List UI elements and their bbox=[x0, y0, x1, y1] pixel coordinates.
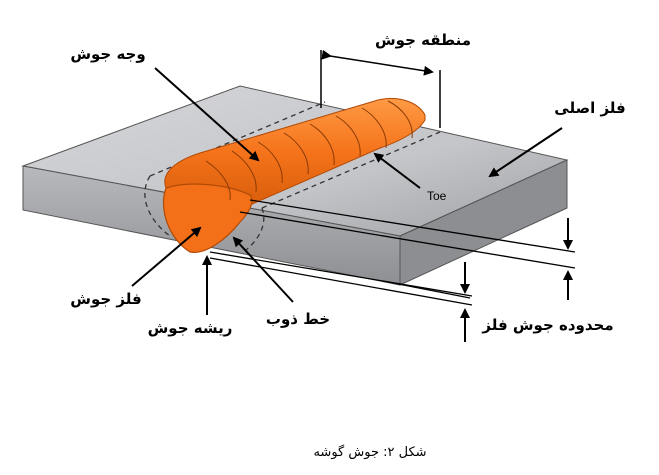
weld-bead-end bbox=[162, 183, 253, 253]
weld-metal-boundary-label: محدوده جوش فلز bbox=[481, 316, 613, 334]
leader-arrows bbox=[131, 67, 563, 315]
weld-metal-boundary-lines bbox=[209, 199, 576, 306]
weld-zone-label: منطقه جوش bbox=[375, 31, 471, 49]
toe-arrow bbox=[373, 152, 421, 189]
weld-bead bbox=[162, 97, 426, 253]
weld-face-arrow bbox=[154, 67, 260, 162]
toe-label: Toe bbox=[427, 189, 447, 203]
fusion-line-label: خط ذوب bbox=[266, 310, 330, 328]
figure-caption: شکل ۲: جوش گوشه bbox=[313, 444, 426, 460]
weld-metal-arrow bbox=[131, 226, 202, 287]
base-metal-arrow bbox=[488, 127, 563, 178]
plate-side-face bbox=[399, 159, 568, 286]
weld-root-label: ریشه جوش bbox=[148, 319, 233, 337]
boundary-arrows bbox=[460, 218, 573, 342]
base-metal-label: فلز اصلی bbox=[554, 99, 625, 117]
weld-ripples bbox=[205, 100, 413, 201]
weld-metal-label: فلز جوش bbox=[70, 290, 141, 308]
fusion-line-arrow bbox=[232, 236, 294, 303]
weld-face-label: وجه جوش bbox=[70, 45, 145, 63]
weld-zone-dimension bbox=[320, 49, 441, 128]
